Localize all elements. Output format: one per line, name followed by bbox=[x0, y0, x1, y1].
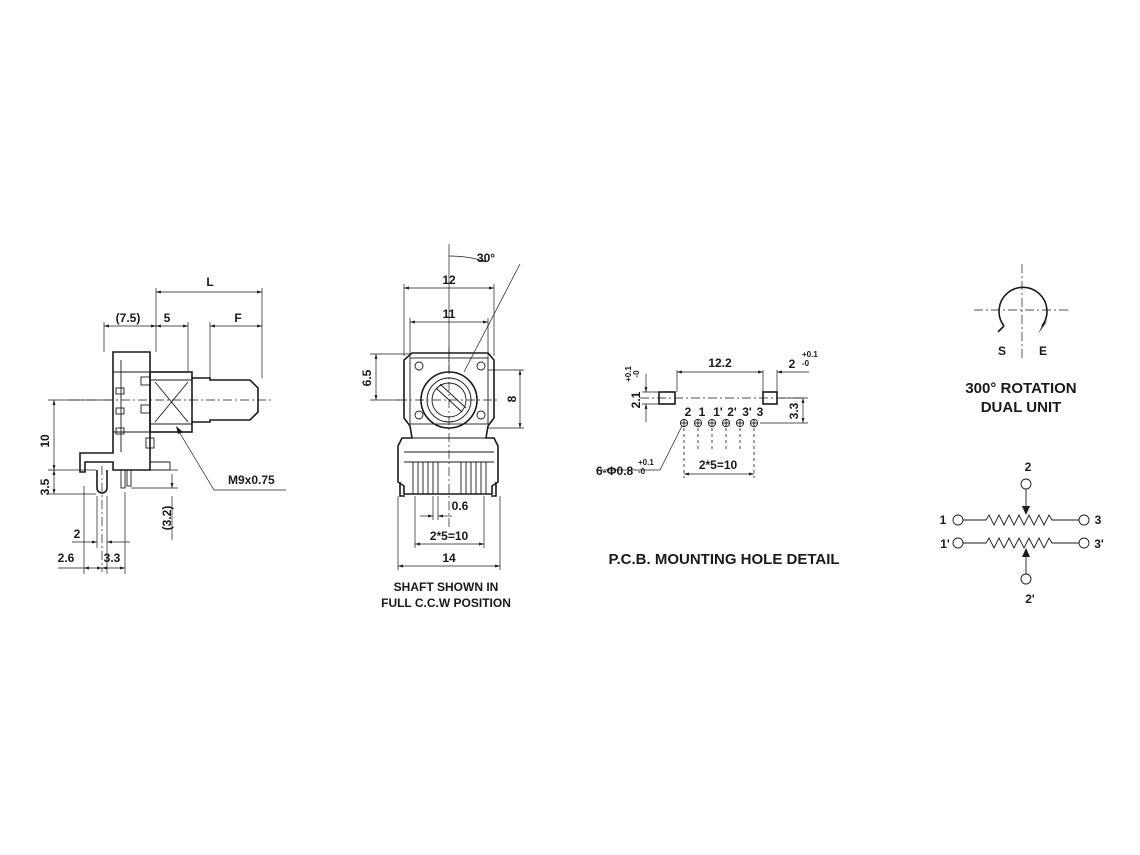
resistor-lower bbox=[963, 536, 1079, 550]
dim-0-6: 0.6 bbox=[452, 499, 469, 513]
rotation-start-label: S bbox=[998, 344, 1006, 358]
angle-30: 30° bbox=[477, 251, 495, 265]
dual-potentiometer-schematic: 2 1 3 1' 3' 2' bbox=[940, 460, 1104, 606]
wiper-arrow-lower bbox=[1022, 548, 1030, 557]
wiper-arrow-upper bbox=[1022, 506, 1030, 515]
pcb-detail-title: P.C.B. MOUNTING HOLE DETAIL bbox=[608, 551, 839, 568]
side-view: L (7.5) 5 F 10 3.5 M9x0.75 (3.2) bbox=[38, 275, 286, 574]
pcb-pin-label-1p: 1' bbox=[713, 405, 723, 419]
front-view: 30° 12 11 6.5 8 0.6 2*5=10 bbox=[360, 244, 524, 610]
slot-width-tol-plus: +0.1 bbox=[802, 350, 818, 359]
rotation-title-line2: DUAL UNIT bbox=[981, 399, 1062, 416]
dim-F: F bbox=[234, 311, 241, 325]
slot-height-tol-minus: -0 bbox=[632, 370, 641, 378]
dim-14: 14 bbox=[442, 551, 456, 565]
pcb-pin-label-1: 1 bbox=[699, 405, 706, 419]
rotation-arc bbox=[998, 286, 1048, 327]
terminal-1p bbox=[952, 537, 964, 549]
side-view-body bbox=[70, 351, 272, 572]
slot-width-tol-minus: -0 bbox=[802, 359, 810, 368]
front-view-caption-line2: FULL C.C.W POSITION bbox=[381, 596, 511, 610]
terminal-1 bbox=[952, 514, 964, 526]
dim-2: 2 bbox=[74, 527, 81, 541]
schematic-pin-2: 2 bbox=[1025, 460, 1032, 474]
schematic-pin-1p: 1' bbox=[940, 537, 950, 551]
slot-height-tol-plus: +0.1 bbox=[624, 366, 633, 382]
dim-12: 12 bbox=[442, 273, 456, 287]
pcb-pin-label-2p: 2' bbox=[727, 405, 737, 419]
pcb-pitch: 2*5=10 bbox=[699, 458, 738, 472]
schematic-pin-3: 3 bbox=[1095, 513, 1102, 527]
dim-6-5: 6.5 bbox=[360, 369, 374, 386]
dim-2-6: 2.6 bbox=[58, 551, 75, 565]
pcb-detail: 2 1 1' 2' 3' 3 12.2 2 +0.1 -0 2.1 +0.1 -… bbox=[596, 350, 840, 568]
front-view-body bbox=[397, 348, 500, 528]
hole-tol-minus: -0 bbox=[638, 467, 646, 476]
resistor-upper bbox=[963, 513, 1079, 527]
dim-12-2: 12.2 bbox=[708, 356, 732, 370]
terminal-3p bbox=[1078, 537, 1090, 549]
dim-8: 8 bbox=[505, 395, 519, 402]
pitch-label: 2*5=10 bbox=[430, 529, 469, 543]
front-view-caption-line1: SHAFT SHOWN IN bbox=[394, 580, 499, 594]
hole-spec: 6-Φ0.8 bbox=[596, 464, 634, 478]
dim-slot-width: 2 bbox=[789, 357, 796, 371]
dim-2-1: 2.1 bbox=[629, 391, 643, 408]
pcb-pin-label-2: 2 bbox=[685, 405, 692, 419]
terminal-2p bbox=[1020, 573, 1032, 585]
rotation-end-label: E bbox=[1039, 344, 1047, 358]
dim-3-5: 3.5 bbox=[38, 478, 52, 495]
terminal-3 bbox=[1078, 514, 1090, 526]
rotation-diagram: S E 300° ROTATION DUAL UNIT bbox=[965, 264, 1077, 416]
pcb-pin-label-3: 3 bbox=[757, 405, 764, 419]
dim-5: 5 bbox=[164, 311, 171, 325]
terminal-2 bbox=[1020, 478, 1032, 490]
pcb-holes bbox=[679, 418, 759, 428]
dim-3-2: (3.2) bbox=[160, 506, 174, 531]
pcb-pin-label-3p: 3' bbox=[742, 405, 752, 419]
dim-10: 10 bbox=[38, 434, 52, 448]
rotation-title-line1: 300° ROTATION bbox=[965, 380, 1076, 397]
dim-3-3: 3.3 bbox=[104, 551, 121, 565]
schematic-pin-3p: 3' bbox=[1094, 537, 1104, 551]
schematic-pin-2p: 2' bbox=[1025, 592, 1035, 606]
dim-L: L bbox=[206, 275, 213, 289]
dim-7-5: (7.5) bbox=[116, 311, 141, 325]
schematic-pin-1: 1 bbox=[940, 513, 947, 527]
dim-11: 11 bbox=[443, 307, 456, 321]
dim-3-3-pcb: 3.3 bbox=[787, 402, 801, 419]
thread-label: M9x0.75 bbox=[228, 473, 275, 487]
hole-tol-plus: +0.1 bbox=[638, 458, 654, 467]
